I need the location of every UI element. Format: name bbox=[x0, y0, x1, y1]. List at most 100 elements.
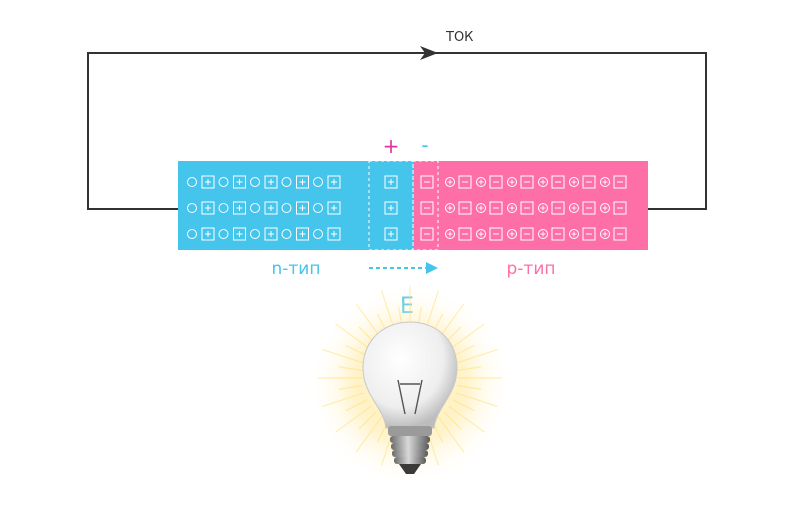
p-type-region bbox=[413, 161, 648, 250]
donor-ion bbox=[233, 201, 246, 215]
light-ray bbox=[335, 405, 372, 433]
acceptor-ion bbox=[582, 227, 596, 241]
light-ray bbox=[338, 384, 363, 390]
electron bbox=[218, 177, 229, 187]
current-arrow-icon bbox=[420, 46, 438, 60]
donor-ion bbox=[296, 175, 309, 189]
acceptor-ion bbox=[613, 175, 627, 189]
bulb-rays bbox=[318, 286, 502, 470]
light-ray bbox=[457, 384, 482, 390]
hole bbox=[569, 203, 579, 213]
acceptor-ion bbox=[458, 201, 472, 215]
donor-ion bbox=[264, 175, 278, 189]
electron bbox=[250, 229, 260, 239]
light-ray bbox=[448, 405, 485, 433]
electron bbox=[313, 229, 323, 239]
donor-ion bbox=[201, 201, 215, 215]
donor-ion bbox=[201, 227, 215, 241]
acceptor-ion bbox=[582, 175, 596, 189]
hole bbox=[538, 203, 548, 213]
hole bbox=[507, 203, 517, 213]
donor-ion bbox=[327, 227, 341, 241]
junction-minus-sign: - bbox=[421, 133, 428, 157]
light-ray bbox=[345, 399, 368, 412]
donor-ion bbox=[296, 227, 309, 241]
donor-ion bbox=[327, 201, 341, 215]
acceptor-ion bbox=[520, 175, 534, 189]
light-ray bbox=[452, 344, 475, 357]
light-ray bbox=[338, 366, 363, 372]
bulb-neck bbox=[388, 426, 432, 436]
electron bbox=[250, 177, 260, 187]
hole bbox=[569, 177, 579, 187]
electron bbox=[187, 177, 197, 187]
hole bbox=[476, 203, 486, 213]
acceptor-ion bbox=[613, 227, 627, 241]
light-ray bbox=[322, 348, 365, 364]
acceptor-ion bbox=[489, 175, 503, 189]
light-ray bbox=[452, 399, 475, 412]
light-bulb-icon bbox=[308, 283, 512, 487]
electron bbox=[218, 229, 229, 239]
charge-carriers-layer bbox=[187, 175, 627, 241]
electron bbox=[187, 203, 197, 213]
hole bbox=[600, 229, 610, 239]
light-ray bbox=[455, 348, 498, 364]
acceptor-ion bbox=[420, 201, 434, 215]
acceptor-ion bbox=[520, 227, 534, 241]
electron bbox=[281, 203, 292, 213]
light-ray bbox=[335, 323, 372, 351]
hole bbox=[569, 229, 579, 239]
donor-ion bbox=[233, 227, 246, 241]
hole bbox=[600, 203, 610, 213]
electron bbox=[281, 229, 292, 239]
acceptor-ion bbox=[420, 227, 434, 241]
electron bbox=[313, 177, 323, 187]
junction-plus-sign: + bbox=[383, 134, 400, 158]
acceptor-ion bbox=[458, 227, 472, 241]
n-type-label: n-тип bbox=[272, 259, 321, 279]
acceptor-ion bbox=[613, 201, 627, 215]
light-ray bbox=[345, 344, 368, 357]
light-ray bbox=[355, 416, 383, 453]
n-type-region bbox=[178, 161, 413, 250]
donor-ion bbox=[327, 175, 341, 189]
acceptor-ion bbox=[551, 175, 565, 189]
acceptor-ion bbox=[489, 227, 503, 241]
hole bbox=[445, 177, 455, 187]
p-type-label: p-тип bbox=[507, 259, 556, 279]
electron bbox=[187, 229, 197, 239]
donor-ion bbox=[384, 227, 398, 241]
acceptor-ion bbox=[551, 201, 565, 215]
hole bbox=[538, 177, 548, 187]
hole bbox=[476, 229, 486, 239]
donor-ion bbox=[264, 227, 278, 241]
hole bbox=[507, 229, 517, 239]
donor-ion bbox=[233, 175, 246, 189]
acceptor-ion bbox=[551, 227, 565, 241]
acceptor-ion bbox=[520, 201, 534, 215]
hole bbox=[476, 177, 486, 187]
light-ray bbox=[437, 416, 465, 453]
donor-ion bbox=[264, 201, 278, 215]
donor-ion bbox=[384, 201, 398, 215]
donor-ion bbox=[201, 175, 215, 189]
light-ray bbox=[457, 366, 482, 372]
bulb-screw-base bbox=[390, 436, 430, 474]
bulb-filament bbox=[397, 379, 423, 415]
current-label: ТОК bbox=[445, 30, 473, 45]
hole bbox=[507, 177, 517, 187]
acceptor-ion bbox=[420, 175, 434, 189]
field-arrow-icon bbox=[426, 262, 438, 274]
electron bbox=[313, 203, 323, 213]
hole bbox=[445, 203, 455, 213]
depletion-zone-p-side bbox=[412, 160, 439, 251]
light-ray bbox=[448, 323, 485, 351]
acceptor-ion bbox=[458, 175, 472, 189]
light-ray bbox=[322, 392, 365, 408]
light-ray bbox=[358, 411, 377, 430]
donor-ion bbox=[296, 201, 309, 215]
electron bbox=[281, 177, 292, 187]
light-ray bbox=[443, 411, 462, 430]
